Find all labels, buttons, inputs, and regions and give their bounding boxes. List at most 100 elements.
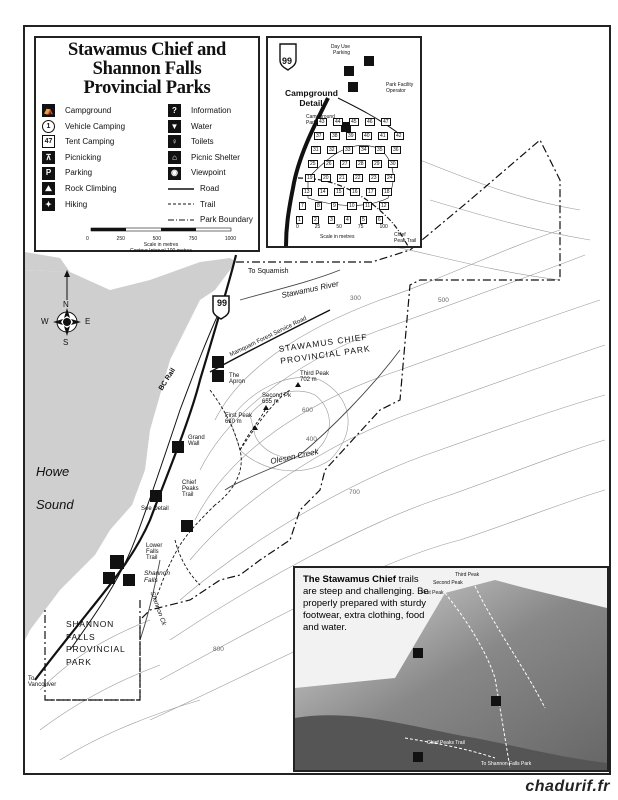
contour-700: 700: [349, 489, 360, 496]
legend-item: ?Information: [168, 103, 253, 119]
map-icons: [103, 356, 224, 586]
picnic-shelter-icon: ⌂: [168, 151, 181, 165]
inset-third-peak: Third Peak: [455, 572, 480, 578]
campsite-number: 40: [362, 132, 372, 140]
campsite-number: 42: [394, 132, 404, 140]
campground-scale-tick: 25: [314, 224, 321, 230]
campsite-number: 31: [311, 146, 321, 154]
tent-camping-icon: 47: [42, 135, 55, 149]
legend-panel: Stawamus Chief and Shannon Falls Provinc…: [34, 36, 260, 254]
scale-tick: 0: [86, 236, 89, 242]
campsite-number: 39: [346, 132, 356, 140]
legend-line-item: Park Boundary: [168, 212, 253, 228]
campsite-number: 21: [337, 174, 347, 182]
boundary-line-icon: [168, 219, 194, 221]
grand-wall-label: Grand Wall: [188, 435, 205, 447]
campsite-number: 5: [360, 216, 367, 224]
highway-99-shield: [212, 295, 230, 320]
see-detail-label: See Detail: [141, 506, 169, 512]
campground-highway-number: 99: [281, 56, 292, 66]
campground-scale-tick: 75: [357, 224, 364, 230]
stawamus-chief-inset: The Stawamus Chief trails are steep and …: [293, 566, 609, 772]
sound-label: Sound: [36, 497, 74, 512]
campsite-number: 17: [366, 188, 376, 196]
shannon-falls-label: Shannon Falls: [144, 570, 171, 584]
tent-icon: ⛺: [42, 104, 55, 118]
compass-n: N: [63, 300, 69, 309]
campground-scale-tick: 100: [379, 224, 388, 230]
legend-item-label: Water: [191, 121, 213, 131]
howe-sound-water: [25, 258, 236, 640]
campsite-number: 4: [344, 216, 351, 224]
legend-item: ✦Hiking: [42, 197, 125, 213]
campsite-number: 7: [299, 202, 306, 210]
campsite-number: 26: [324, 160, 334, 168]
legend-item-label: Campground: [65, 106, 112, 115]
legend-right-column: ?Information▼Water♀Toilets⌂Picnic Shelte…: [168, 103, 253, 228]
legend-item-label: Rock Climbing: [65, 183, 117, 193]
map-title: Stawamus Chief and Shannon Falls Provinc…: [36, 41, 258, 98]
highway-99: [34, 254, 238, 681]
campsite-number: 14: [318, 188, 328, 196]
campsite-number: 13: [302, 188, 312, 196]
road-line-icon: [168, 187, 194, 190]
campsite-number: 33: [343, 146, 353, 154]
campsite-number: 43: [317, 118, 327, 126]
picnic-table-icon: ⊼: [42, 151, 55, 165]
campsite-number: 45: [349, 118, 359, 126]
contour-300: 300: [350, 295, 361, 302]
toilets-icon: ♀: [168, 135, 181, 149]
bc-rail: [69, 299, 226, 651]
legend-item: ♀Toilets: [168, 134, 253, 150]
river-mouth-water: [25, 252, 70, 272]
park-boundary: [45, 139, 561, 701]
trail-line-icon: [168, 203, 194, 205]
campground-parking-label: Campground Parking: [306, 114, 335, 126]
title-line-2: Shannon Falls: [92, 59, 202, 79]
campsite-number: 24: [385, 174, 395, 182]
campsite-number: 25: [308, 160, 318, 168]
title-line-1: Stawamus Chief and: [67, 40, 227, 60]
campsite-number: 23: [369, 174, 379, 182]
scale-caption: Scale in metres: [143, 242, 179, 248]
legend-item: ⛰ Rock Climbing: [42, 181, 125, 197]
campsite-number: 1: [296, 216, 303, 224]
legend-line-item: Trail: [168, 197, 253, 213]
contour-800: 800: [213, 646, 224, 653]
legend-line-label: Road: [200, 183, 220, 193]
legend-item-label: Picnicking: [65, 152, 102, 162]
shannon-park-label: SHANNON FALLS PROVINCIAL PARK: [66, 619, 126, 667]
campsite-number: 35: [375, 146, 385, 154]
warning-text: The Stawamus Chief trails are steep and …: [303, 574, 433, 634]
inset-chief-peaks-trail: Chief Peaks Trail: [427, 740, 465, 746]
day-use-parking-label: Day Use Parking: [330, 44, 350, 56]
peak-markers: [252, 382, 301, 430]
legend-item-label: Vehicle Camping: [65, 121, 126, 131]
campsite-number: 9: [331, 202, 338, 210]
warning-rest: trails are steep and challenging. Be pro…: [303, 574, 429, 633]
compass-w: W: [41, 317, 49, 326]
campsite-number: 3: [328, 216, 335, 224]
campground-detail-title: Campground Detail: [285, 88, 338, 108]
park-facility-label: Park Facility Operator: [386, 82, 414, 94]
contour-interval: Contour Interval 100 metres: [130, 248, 192, 254]
campground-scale-tick: 0: [296, 224, 299, 230]
viewpoint-icon: ◉: [168, 166, 181, 180]
legend-item: ▼Water: [168, 119, 253, 135]
campsite-number: 2: [312, 216, 319, 224]
campsite-number: 20: [321, 174, 331, 182]
rock-climbing-icon: ⛰: [42, 182, 55, 196]
legend-line-item: Road: [168, 181, 253, 197]
compass-s: S: [63, 338, 69, 347]
campsite-number: 38: [330, 132, 340, 140]
campground-drawing: [279, 43, 409, 246]
campsite-number: 32: [327, 146, 337, 154]
lower-falls-trail-label: Lower Falls Trail: [146, 543, 163, 561]
legend-item-label: Parking: [65, 168, 93, 178]
campsite-number: 28: [356, 160, 366, 168]
